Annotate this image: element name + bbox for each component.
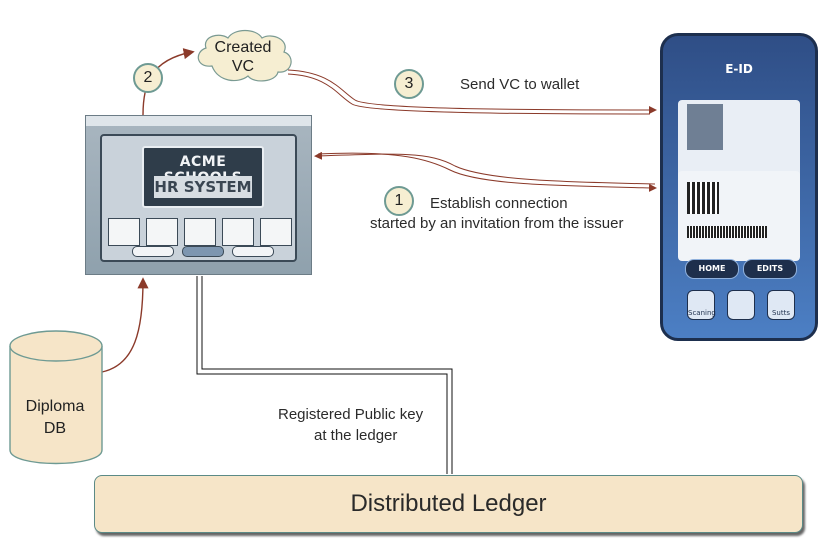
qr-code-icon <box>687 182 719 214</box>
wallet-header: E-ID <box>725 62 753 76</box>
sutts-icon-label: Sutts <box>771 309 791 317</box>
wallet-edits-button: EDITS <box>743 259 797 279</box>
ledger-label: Distributed Ledger <box>350 490 547 517</box>
diploma-scroll-icon <box>260 218 292 246</box>
shield-icon <box>727 290 755 320</box>
registered-label-line2: at the ledger <box>314 427 398 444</box>
hr-button-center <box>182 246 224 257</box>
arrow-cloud-to-wallet-shadow <box>287 73 651 115</box>
cloud-label-line2: VC <box>231 58 255 75</box>
database-cylinder <box>9 330 103 465</box>
hr-title-line2: HR SYSTEM <box>154 176 252 198</box>
barcode-icon <box>687 226 767 238</box>
graduation-cap-icon <box>222 218 254 246</box>
registered-label-line1: Registered Public key <box>278 406 424 423</box>
document-icon <box>108 218 140 246</box>
step-3-marker: 3 <box>394 69 424 99</box>
database-label-line2: DB <box>43 420 67 437</box>
hr-button-left <box>132 246 174 257</box>
hr-banner: ACME SCHOOLS HR SYSTEM <box>142 146 264 208</box>
step-1-marker: 1 <box>384 186 414 216</box>
send-vc-label: Send VC to wallet <box>460 76 580 93</box>
wifi-icon: Sutts <box>767 290 795 320</box>
hr-frame: ACME SCHOOLS HR SYSTEM <box>100 134 297 262</box>
establish-label-line2: started by an invitation from the issuer <box>370 215 624 232</box>
hr-system-screenshot: ACME SCHOOLS HR SYSTEM <box>85 115 312 275</box>
arrow-db-to-hr <box>101 277 149 373</box>
book-icon <box>146 218 178 246</box>
qr-icon <box>184 218 216 246</box>
hr-topbar <box>86 116 311 126</box>
wallet-phone: E-ID HOME EDITS Scaning Sutts <box>660 33 818 341</box>
cloud-label: Created VC <box>198 38 288 76</box>
establish-label-line1: Establish connection <box>430 195 568 212</box>
hr-button-right <box>232 246 274 257</box>
scanning-icon-label: Scaning <box>688 309 716 317</box>
arrow-establish-connection-back <box>314 151 656 185</box>
distributed-ledger-box: Distributed Ledger <box>94 475 803 533</box>
profile-photo <box>687 104 723 150</box>
cloud-shape <box>197 29 292 82</box>
cloud-label-line1: Created <box>214 39 272 56</box>
database-label: Diploma DB <box>12 396 98 440</box>
link-hr-to-ledger-inner <box>201 276 453 474</box>
link-hr-to-ledger <box>196 276 448 474</box>
arrow-cloud-to-wallet <box>287 69 657 114</box>
step-2-marker: 2 <box>133 63 163 93</box>
database-label-line1: Diploma <box>25 398 85 415</box>
wallet-home-button: HOME <box>685 259 739 279</box>
scanning-icon: Scaning <box>687 290 716 320</box>
